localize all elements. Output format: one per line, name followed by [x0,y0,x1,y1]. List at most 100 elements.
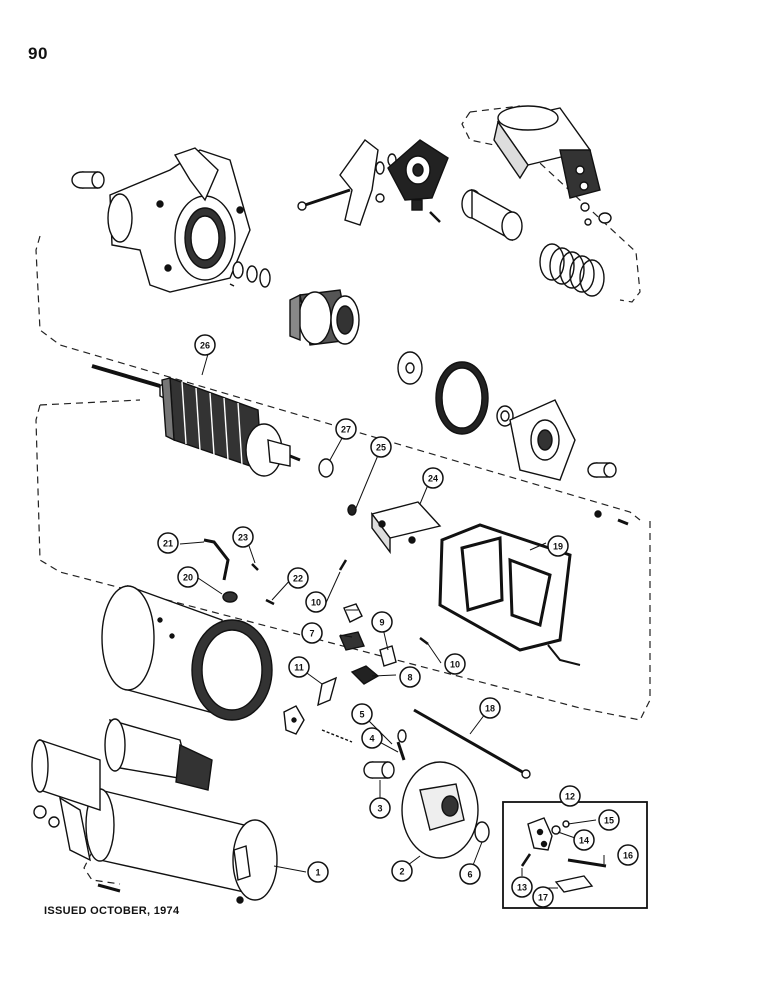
callout-17: 17 [532,886,554,908]
commutator-end-frame [401,761,479,859]
svg-text:16: 16 [623,851,633,861]
page-number: 90 [28,44,48,63]
svg-text:2: 2 [399,867,404,877]
small-plug [594,510,602,518]
plunger-seal [387,139,449,223]
bushing-right [587,462,617,478]
small-screw [617,518,629,526]
svg-text:14: 14 [579,836,589,846]
small-hardware [203,538,429,645]
callout-2: 2 [391,860,413,882]
svg-text:26: 26 [200,341,210,351]
callout-18: 18 [479,697,501,719]
drive-housing [107,147,251,293]
spring-5 [397,729,407,743]
svg-text:9: 9 [379,618,384,628]
svg-text:25: 25 [376,443,386,453]
svg-text:7: 7 [309,629,314,639]
callout-20: 20 [177,566,199,588]
svg-text:5: 5 [359,710,364,720]
svg-text:21: 21 [163,539,173,549]
svg-text:1: 1 [315,868,320,878]
housing-gasket [435,361,489,435]
callout-5: 5 [351,703,373,725]
field-frame [101,585,273,721]
svg-text:10: 10 [450,660,460,670]
bushing-top-left [71,171,105,189]
issued-date-note: ISSUED OCTOBER, 1974 [44,905,180,917]
callout-11: 11 [288,656,310,678]
callout-16: 16 [617,844,639,866]
through-bolt-head [521,769,531,779]
housing-washers [229,261,271,288]
bushing-3 [363,761,395,779]
svg-text:19: 19 [553,542,563,552]
brush-screw [321,729,353,743]
callout-7: 7 [301,622,323,644]
callout-9: 9 [371,611,393,633]
svg-text:8: 8 [407,673,412,683]
callout-1: 1 [307,861,329,883]
callout-22: 22 [287,567,309,589]
brush-kit-box [502,801,648,909]
svg-text:17: 17 [538,893,548,903]
callout-23: 23 [232,526,254,548]
svg-text:12: 12 [565,792,575,802]
callout-25: 25 [370,436,392,458]
svg-text:10: 10 [311,598,321,608]
callout-3: 3 [369,797,391,819]
drive-assembly [289,289,360,346]
pin-4 [396,741,406,761]
end-plug [474,821,490,843]
callout-10-lower: 10 [444,653,466,675]
callout-10-upper: 10 [305,591,327,613]
starter-motor-assembly [31,718,278,904]
thrust-collar [496,405,514,427]
callout-6: 6 [459,863,481,885]
drive-group-outline [35,235,641,521]
svg-text:4: 4 [369,734,374,744]
callout-13: 13 [511,876,533,898]
brush-plate [509,399,576,481]
svg-text:15: 15 [604,816,614,826]
thrust-washer [318,458,334,478]
callout-27: 27 [335,418,357,440]
plunger [461,188,523,242]
drive-washer [397,351,423,385]
callout-24: 24 [422,467,444,489]
callout-12: 12 [559,785,581,807]
field-coils [438,523,581,666]
callout-26: 26 [194,334,216,356]
insulator [370,501,442,555]
shift-lever [297,139,397,226]
svg-text:24: 24 [428,474,438,484]
brush-holder-parts [317,603,397,707]
svg-text:22: 22 [293,574,303,584]
svg-text:20: 20 [183,573,193,583]
callout-15: 15 [598,809,620,831]
terminal-bracket [283,705,305,735]
brush-spring-small [347,504,357,516]
svg-text:3: 3 [377,804,382,814]
callout-19: 19 [547,535,569,557]
pinion-bracket-outline [83,851,121,885]
parts [31,105,648,909]
solenoid [493,105,612,226]
callout-14: 14 [573,829,595,851]
svg-text:18: 18 [485,704,495,714]
svg-text:23: 23 [238,533,248,543]
callouts: 1 2 3 4 5 6 7 8 9 10 10 11 12 13 14 15 1… [157,334,639,908]
callout-21: 21 [157,532,179,554]
callout-8: 8 [399,666,421,688]
svg-text:27: 27 [341,425,351,435]
solenoid-group-outline [461,105,641,303]
callout-4: 4 [361,727,383,749]
svg-text:13: 13 [517,883,527,893]
through-bolt [413,708,527,776]
svg-text:11: 11 [294,663,304,673]
armature [91,364,301,477]
svg-text:6: 6 [467,870,472,880]
return-spring [539,243,605,297]
